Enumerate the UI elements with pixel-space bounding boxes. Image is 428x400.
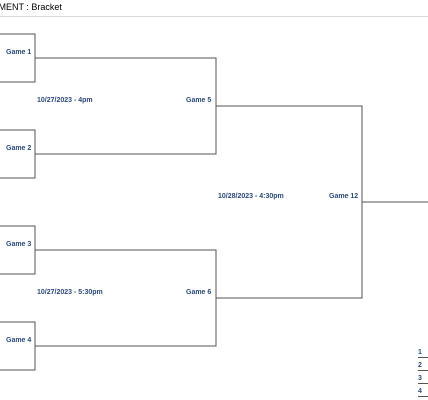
game-3-label: Game 3 — [6, 241, 32, 248]
game-1-box — [0, 33, 36, 83]
seed-3: 3 — [418, 374, 428, 384]
seed-2: 2 — [418, 361, 428, 371]
game-4-label: Game 4 — [6, 337, 32, 344]
game-5-date: 10/27/2023 - 4pm — [37, 97, 93, 104]
seed-4: 4 — [418, 387, 428, 397]
game-12-label: Game 12 — [329, 193, 359, 200]
game-2-box — [0, 129, 36, 179]
game-12-connector — [216, 105, 363, 299]
game-4-box — [0, 321, 36, 371]
game-5-label: Game 5 — [186, 97, 212, 104]
game-3-box — [0, 225, 36, 275]
game-1-label: Game 1 — [6, 49, 32, 56]
game-2-label: Game 2 — [6, 145, 32, 152]
game-12-date: 10/28/2023 - 4:30pm — [218, 193, 284, 200]
page-title: NAMENT : Bracket — [0, 2, 62, 12]
page-header: NAMENT : Bracket — [0, 0, 428, 17]
game-6-connector — [35, 249, 217, 347]
seed-1: 1 — [418, 348, 428, 358]
game-6-label: Game 6 — [186, 289, 212, 296]
game-6-date: 10/27/2023 - 5:30pm — [37, 289, 103, 296]
game-5-connector — [35, 57, 217, 155]
